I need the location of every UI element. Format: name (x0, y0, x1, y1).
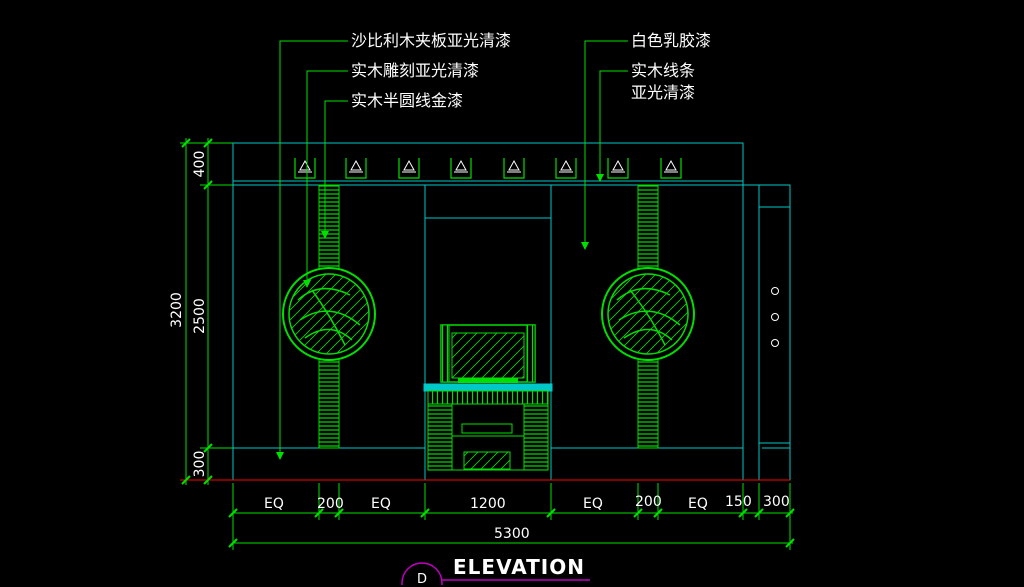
annotation-carved-wood: 实木雕刻亚光清漆 (351, 61, 480, 80)
annotation-wood-trim: 实木线条 (631, 61, 696, 80)
cornice-ornament (345, 158, 367, 179)
cornice-ornament (503, 158, 525, 179)
dim-vertical-400: 400 (192, 150, 208, 178)
cornice-ornament (555, 158, 577, 179)
section-marker-label: D (417, 572, 428, 587)
dim-vertical-300: 300 (192, 450, 208, 478)
leader-arrows (276, 174, 604, 460)
section-marker-circle (401, 562, 443, 585)
cornice-ornament (398, 158, 420, 179)
cornice-ornament (607, 158, 629, 179)
dim-150: 150 (725, 494, 752, 510)
dim-200-left: 200 (317, 496, 344, 512)
dim-1200: 1200 (470, 496, 506, 512)
cornice-ornament (450, 158, 472, 179)
dim-vertical-2500: 2500 (192, 298, 208, 334)
dim-eq-4: EQ (688, 496, 708, 512)
dim-300-right: 300 (763, 494, 790, 510)
vertical-dimension-lines (180, 138, 233, 485)
left-carved-column (282, 184, 376, 449)
dim-200-right: 200 (635, 494, 662, 510)
cornice-ornament (294, 158, 316, 179)
tv-cabinet (423, 383, 553, 471)
annotation-white-latex-paint: 白色乳胶漆 (631, 31, 712, 50)
drawing-title: ELEVATION (453, 555, 585, 579)
knob-1 (771, 287, 779, 295)
annotation-half-round-gold: 实木半圆线金漆 (351, 91, 464, 110)
dim-eq-3: EQ (583, 496, 603, 512)
top-ornaments (294, 158, 682, 179)
cornice-ornament (660, 158, 682, 179)
dim-eq-2: EQ (371, 496, 391, 512)
television (440, 324, 536, 383)
leader-lines (279, 40, 628, 458)
dim-eq-1: EQ (264, 496, 284, 512)
knob-2 (771, 313, 779, 321)
horizontal-dimension-lines (228, 483, 795, 550)
dim-vertical-3200: 3200 (169, 292, 185, 328)
right-carved-column (601, 184, 695, 449)
knob-3 (771, 339, 779, 347)
annotation-matte-varnish: 亚光清漆 (631, 83, 696, 102)
dim-total-5300: 5300 (494, 526, 530, 542)
annotation-shabili-panel: 沙比利木夹板亚光清漆 (351, 31, 512, 50)
